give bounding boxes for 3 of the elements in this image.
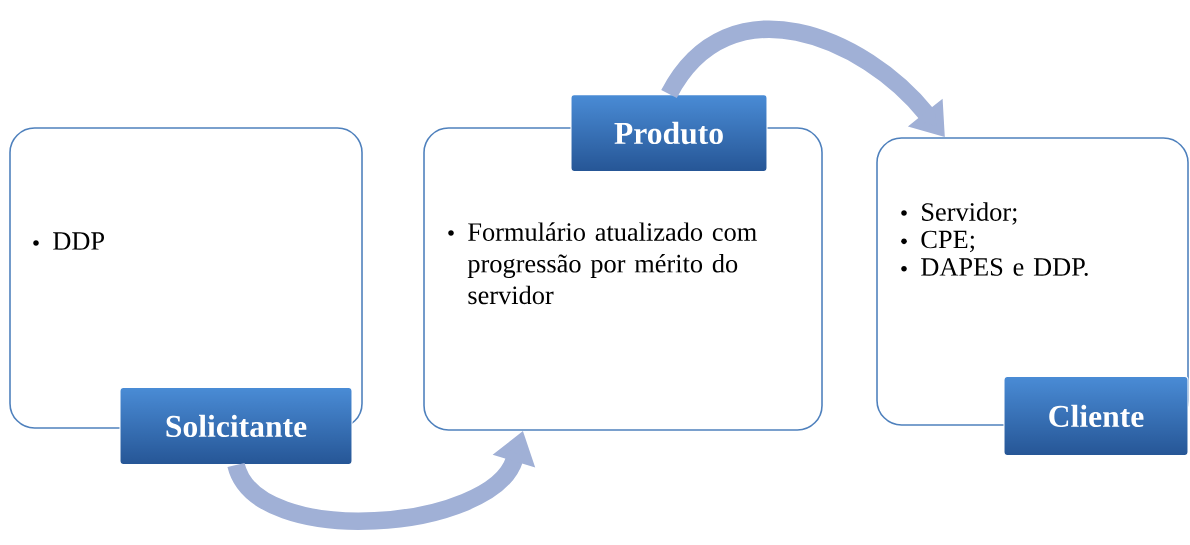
titled-card: Formulário atualizado com progressão por mérito do servidor Produto <box>423 93 823 431</box>
titled-card: Servidor; CPE; DAPES e DDP. Cliente <box>876 137 1189 457</box>
titled-card: DDP Solicitante <box>9 127 363 466</box>
